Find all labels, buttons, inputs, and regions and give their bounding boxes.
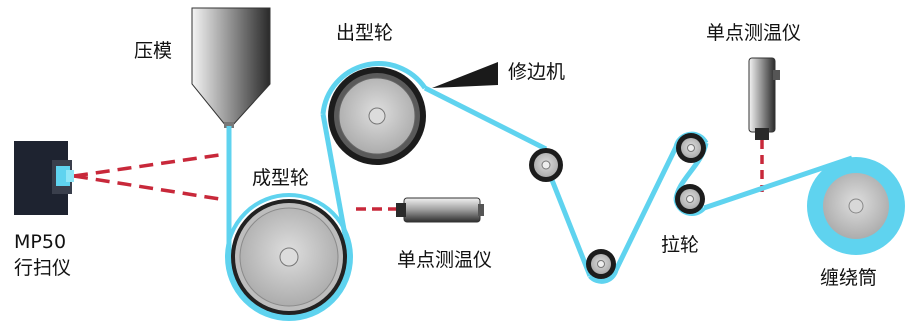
press-die-icon [191, 7, 271, 128]
trimmer-icon [432, 62, 498, 88]
scanner-icon [14, 141, 74, 215]
pull-roller-top [676, 133, 706, 163]
scanner-laser-beams [73, 152, 227, 202]
pull-roller-bottom [675, 184, 705, 214]
scanner-model-label: MP50 [14, 231, 66, 253]
trimmer-label: 修边机 [508, 61, 565, 83]
exit-wheel-label: 出型轮 [336, 22, 393, 44]
pull-wheel-label: 拉轮 [661, 234, 699, 256]
forming-wheel-icon [225, 193, 353, 321]
press-die-label: 压模 [134, 40, 172, 62]
winding-drum-icon [807, 157, 905, 255]
thermometer-top-icon [748, 57, 780, 140]
temp-top-label: 单点测温仪 [706, 22, 801, 44]
temp-mid-label: 单点测温仪 [397, 249, 492, 271]
scanner-name-label: 行扫仪 [14, 257, 71, 279]
winding-drum-label: 缠绕筒 [820, 267, 877, 289]
idler-roller-2 [586, 249, 616, 279]
exit-wheel-icon [328, 67, 426, 165]
forming-wheel-label: 成型轮 [252, 167, 309, 189]
idler-roller-1 [529, 148, 563, 182]
thermometer-mid-icon [396, 197, 484, 223]
